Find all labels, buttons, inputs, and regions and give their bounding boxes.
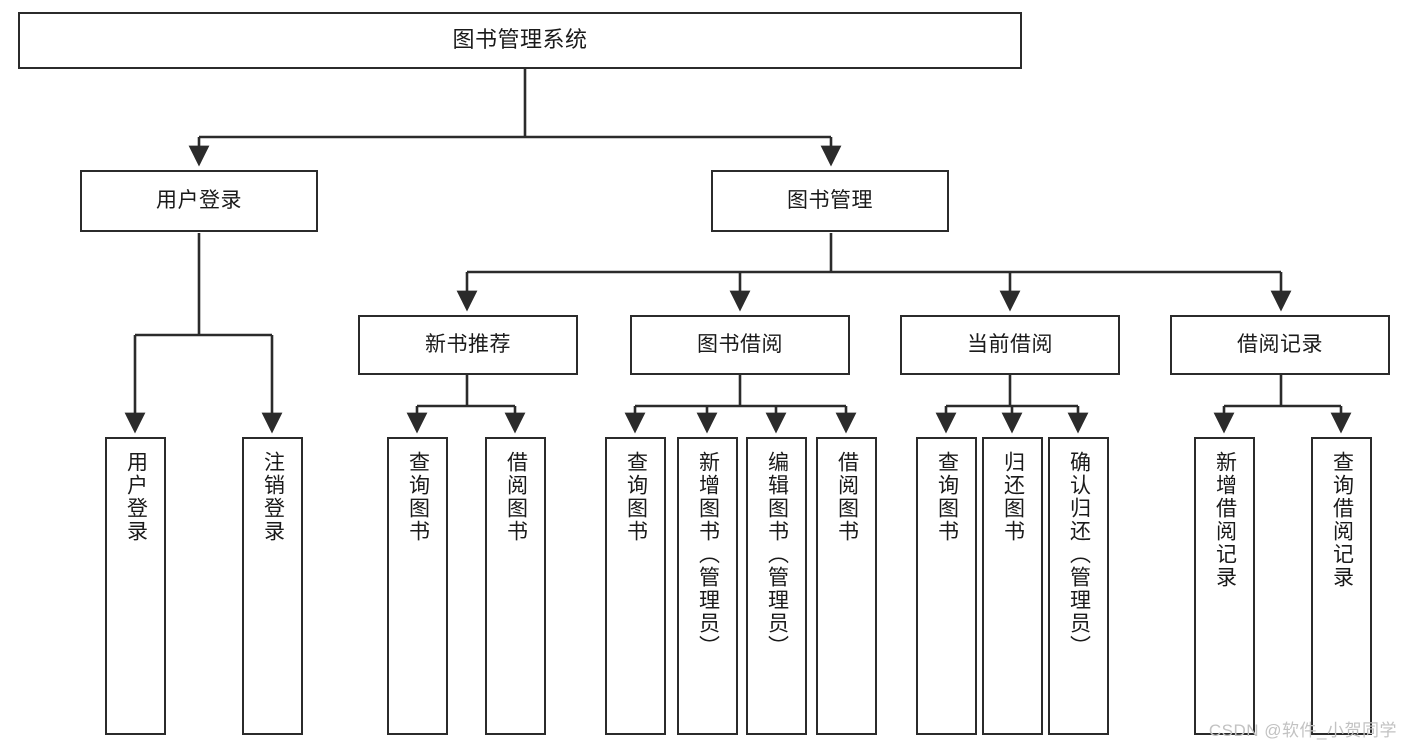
leaf-user-login-logout[interactable]: 注销登录	[242, 437, 303, 735]
node-label: 确认归还（管理员）	[1067, 451, 1091, 658]
node-label: 图书管理系统	[452, 27, 588, 53]
leaf-borrow-record-query-record[interactable]: 查询借阅记录	[1311, 437, 1372, 735]
node-label: 图书借阅	[697, 333, 783, 357]
leaf-book-borrow-query-book[interactable]: 查询图书	[605, 437, 666, 735]
node-label: 归还图书	[1001, 451, 1025, 543]
node-label: 查询图书	[406, 451, 430, 543]
node-label: 编辑图书（管理员）	[765, 451, 789, 658]
node-book-borrow[interactable]: 图书借阅	[630, 315, 850, 375]
node-label: 注销登录	[261, 451, 285, 543]
node-current-borrow[interactable]: 当前借阅	[900, 315, 1120, 375]
node-root-book-management-system[interactable]: 图书管理系统	[18, 12, 1022, 69]
node-label: 新增图书（管理员）	[696, 451, 720, 658]
node-book-management[interactable]: 图书管理	[711, 170, 949, 232]
node-label: 查询图书	[935, 451, 959, 543]
leaf-current-borrow-confirm-return-admin[interactable]: 确认归还（管理员）	[1048, 437, 1109, 735]
leaf-book-borrow-add-book-admin[interactable]: 新增图书（管理员）	[677, 437, 738, 735]
leaf-new-book-query-book[interactable]: 查询图书	[387, 437, 448, 735]
csdn-watermark: CSDN @软件_小贺同学	[1208, 721, 1397, 740]
leaf-current-borrow-query-book[interactable]: 查询图书	[916, 437, 977, 735]
node-new-book-recommend[interactable]: 新书推荐	[358, 315, 578, 375]
node-label: 借阅图书	[504, 451, 528, 543]
leaf-user-login-login[interactable]: 用户登录	[105, 437, 166, 735]
node-label: 用户登录	[156, 189, 242, 213]
node-label: 借阅记录	[1237, 333, 1323, 357]
node-label: 新增借阅记录	[1213, 451, 1237, 589]
node-borrow-record[interactable]: 借阅记录	[1170, 315, 1390, 375]
node-user-login[interactable]: 用户登录	[80, 170, 318, 232]
node-label: 借阅图书	[835, 451, 859, 543]
node-label: 查询图书	[624, 451, 648, 543]
leaf-new-book-borrow-book[interactable]: 借阅图书	[485, 437, 546, 735]
node-label: 用户登录	[124, 451, 148, 543]
leaf-current-borrow-return-book[interactable]: 归还图书	[982, 437, 1043, 735]
node-label: 图书管理	[787, 189, 873, 213]
node-label: 查询借阅记录	[1330, 451, 1354, 589]
node-label: 当前借阅	[967, 333, 1053, 357]
node-label: 新书推荐	[425, 333, 511, 357]
leaf-book-borrow-borrow-book[interactable]: 借阅图书	[816, 437, 877, 735]
leaf-borrow-record-add-record[interactable]: 新增借阅记录	[1194, 437, 1255, 735]
leaf-book-borrow-edit-book-admin[interactable]: 编辑图书（管理员）	[746, 437, 807, 735]
